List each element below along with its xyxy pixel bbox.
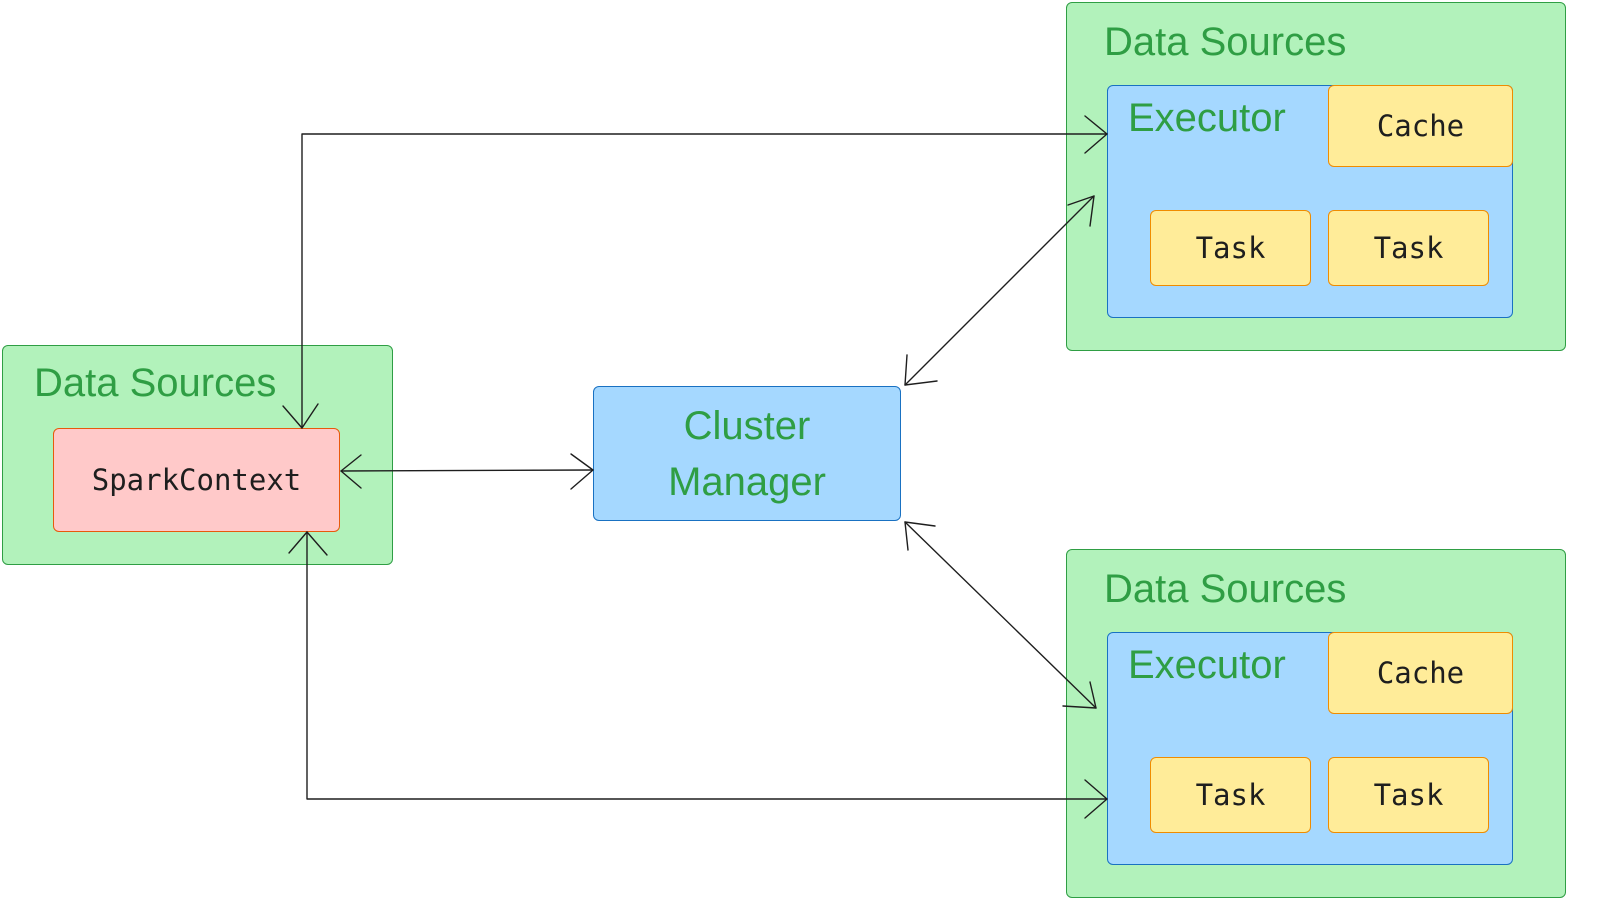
- arrow-head-worker1-executor: [1084, 115, 1108, 154]
- cluster-manager-label-line1: Cluster: [683, 403, 811, 448]
- worker1-cache[interactable]: Cache: [1328, 85, 1513, 167]
- worker1-task-b[interactable]: Task: [1328, 210, 1489, 286]
- cluster-manager-label-line2: Manager: [668, 459, 826, 504]
- arrow-head-worker2-left: [1062, 681, 1097, 709]
- spark-context-node[interactable]: SparkContext: [53, 428, 340, 532]
- worker1-executor-label: Executor: [1128, 96, 1286, 140]
- arrow-head-spark-bottom: [288, 531, 328, 556]
- driver-group-label: Data Sources: [34, 361, 277, 405]
- worker2-cache[interactable]: Cache: [1328, 632, 1513, 714]
- cluster-manager-node[interactable]: Cluster Manager: [593, 386, 901, 521]
- arrow-head-worker1-bottom: [1067, 195, 1095, 227]
- arrow-worker2-to-spark: [306, 531, 1108, 800]
- arrow-cluster-manager-to-worker2: [904, 521, 1097, 709]
- arrow-head-spark-right: [340, 454, 362, 489]
- worker2-group-label: Data Sources: [1104, 567, 1347, 611]
- arrow-cluster-manager-to-worker1: [904, 195, 1095, 386]
- arrow-spark-to-cluster-manager: [340, 469, 594, 472]
- arrow-head-cluster-manager-left: [570, 453, 594, 490]
- arrow-head-worker2-executor: [1084, 779, 1108, 819]
- worker2-task-a[interactable]: Task: [1150, 757, 1311, 833]
- arrow-worker1-to-spark: [301, 133, 1108, 429]
- arrow-head-cluster-manager-top: [904, 354, 938, 386]
- worker1-group-label: Data Sources: [1104, 20, 1347, 64]
- arrow-head-spark-top: [282, 403, 319, 429]
- arrow-head-cluster-manager-bottom: [904, 521, 936, 551]
- worker2-executor-label: Executor: [1128, 643, 1286, 687]
- worker1-task-a[interactable]: Task: [1150, 210, 1311, 286]
- worker2-task-b[interactable]: Task: [1328, 757, 1489, 833]
